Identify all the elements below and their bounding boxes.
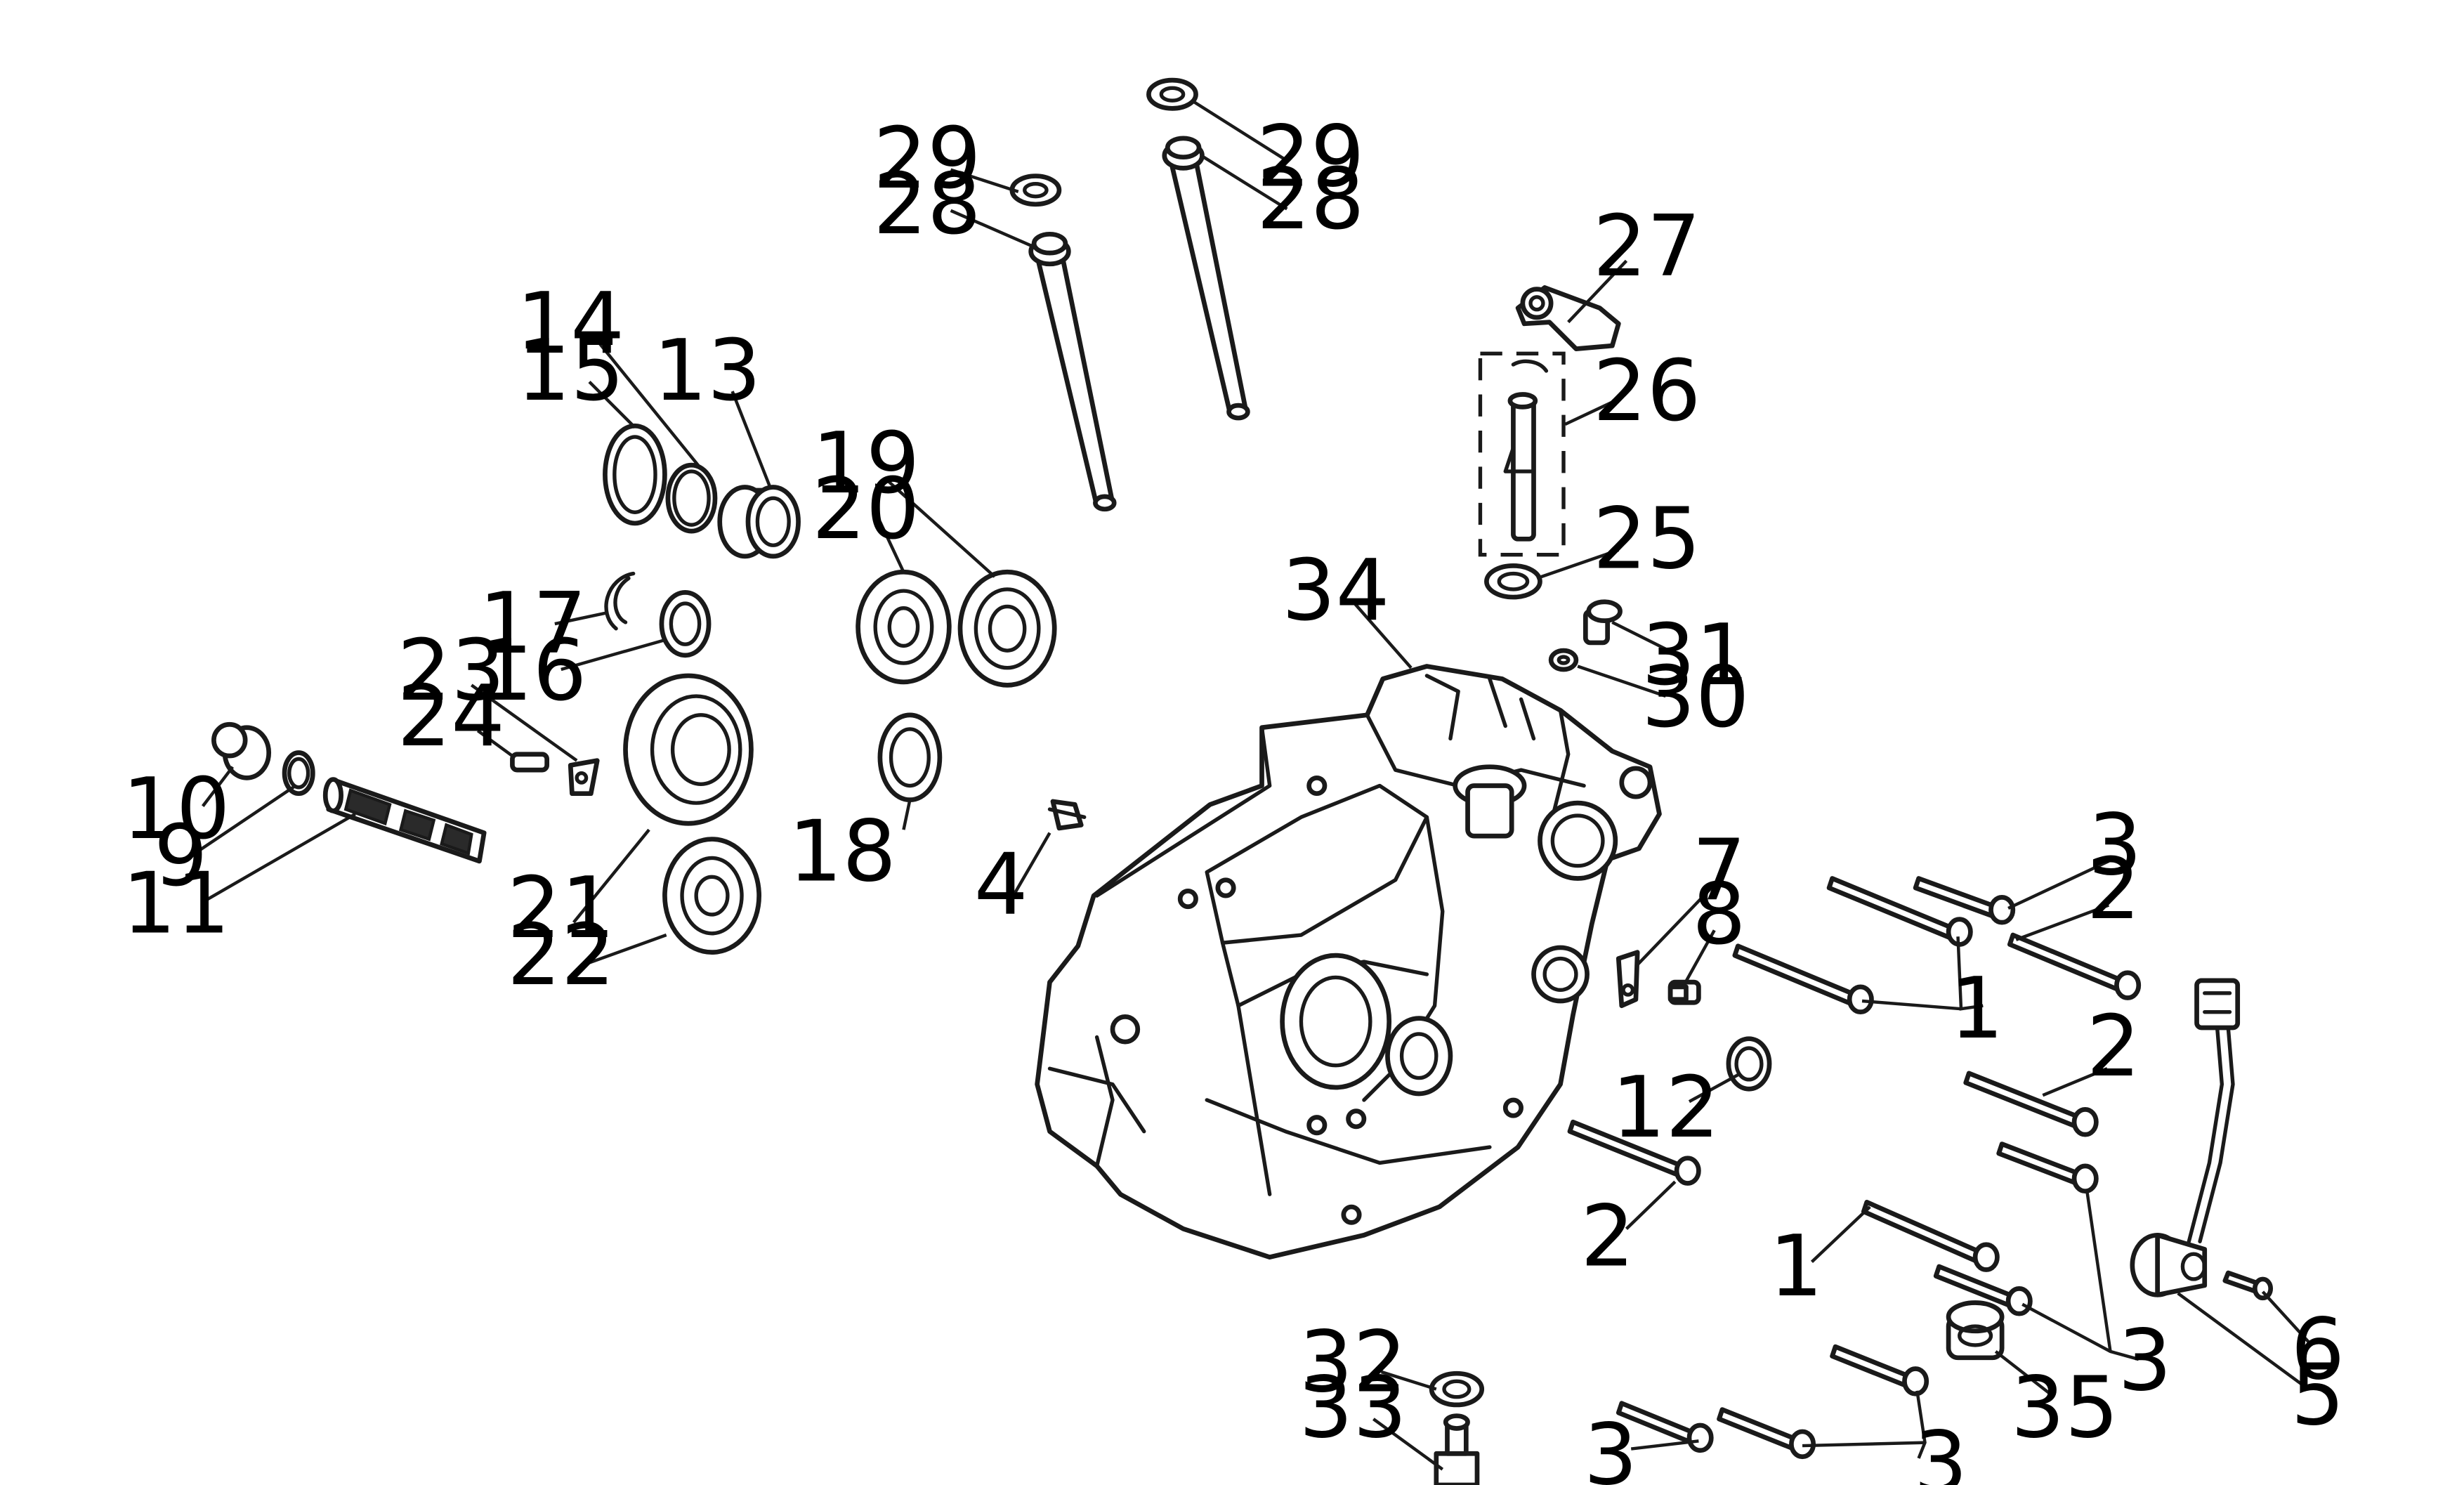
callout-23: 23 xyxy=(397,622,505,720)
callout-28-a: 28 xyxy=(873,155,981,254)
bearing-20-part xyxy=(856,569,952,685)
washer-right-part xyxy=(1146,77,1198,111)
callout-3-b: 3 xyxy=(2118,1311,2172,1410)
plug-35-part xyxy=(1946,1300,2005,1361)
shaft-seal-25-part xyxy=(1484,563,1542,600)
sensor-5-part xyxy=(2130,978,2241,1297)
callout-4: 4 xyxy=(974,835,1028,934)
seal-15-part xyxy=(603,423,667,526)
seal-18-part xyxy=(877,712,943,803)
o-ring-9-part xyxy=(282,750,315,797)
screw-4-part xyxy=(1047,799,1087,831)
washer-left-part xyxy=(1009,174,1062,207)
callout-25: 25 xyxy=(1593,490,1701,588)
shift-shaft-group-box xyxy=(1478,351,1566,557)
callout-7: 7 xyxy=(1692,821,1746,920)
callout-29-b: 29 xyxy=(1257,108,1365,207)
callout-21: 21 xyxy=(507,859,615,957)
callout-10: 10 xyxy=(122,760,230,858)
bearing-21-part xyxy=(623,673,754,826)
callout-labels: 1 1 2 2 2 3 3 3 3 3 4 5 6 7 8 9 10 11 12… xyxy=(122,108,2345,1485)
drain-plug-33-part xyxy=(1434,1413,1480,1485)
leader-lines xyxy=(194,100,2313,1471)
washer-32-part xyxy=(1429,1370,1485,1408)
callout-29-a: 29 xyxy=(873,110,981,208)
callout-2-b: 2 xyxy=(2087,997,2141,1096)
callout-18: 18 xyxy=(788,802,896,901)
callout-24: 24 xyxy=(397,667,505,766)
callout-34: 34 xyxy=(1282,542,1390,640)
callout-6: 6 xyxy=(2291,1301,2345,1399)
callout-8: 8 xyxy=(1692,865,1746,964)
callout-13: 13 xyxy=(653,322,761,420)
shift-shaft-part xyxy=(1503,359,1549,542)
callout-14: 14 xyxy=(516,275,624,373)
callout-1-a: 1 xyxy=(1950,960,2004,1058)
bearing-16-part xyxy=(659,590,712,658)
bearing-22-part xyxy=(662,837,762,955)
callout-33: 33 xyxy=(1299,1359,1407,1457)
long-bolt-left-part xyxy=(1028,231,1117,512)
parts-drawing xyxy=(211,77,2274,1485)
bracket-7-part xyxy=(1616,950,1640,1009)
callout-27: 27 xyxy=(1593,197,1701,296)
ring-14-part xyxy=(665,462,718,534)
callout-16: 16 xyxy=(479,622,587,720)
seal-12-part xyxy=(1726,1036,1772,1092)
callout-1-b: 1 xyxy=(1769,1217,1823,1316)
stopper-23-part xyxy=(568,758,600,797)
shift-arm-part xyxy=(1515,285,1621,351)
callout-22: 22 xyxy=(507,906,615,1005)
callout-20: 20 xyxy=(812,460,920,558)
callout-35: 35 xyxy=(2011,1359,2119,1457)
circlip-17-part xyxy=(604,571,636,631)
callout-5: 5 xyxy=(2291,1346,2345,1444)
callout-28-b: 28 xyxy=(1257,150,1365,249)
callout-12: 12 xyxy=(1612,1059,1720,1157)
callout-30: 30 xyxy=(1641,648,1750,747)
pin-24-part xyxy=(510,752,550,773)
callout-17: 17 xyxy=(479,575,587,673)
callout-11: 11 xyxy=(122,854,230,953)
callout-31: 31 xyxy=(1641,606,1750,705)
callout-32: 32 xyxy=(1299,1314,1407,1412)
plug-31-part xyxy=(1582,599,1623,646)
screw-6-part xyxy=(2222,1270,2274,1301)
callout-3-c: 3 xyxy=(1913,1414,1967,1485)
callout-15: 15 xyxy=(516,322,624,420)
bushing-13-part xyxy=(717,485,801,559)
crankcase-part xyxy=(1035,664,1662,1260)
callout-19: 19 xyxy=(812,414,920,513)
long-bolt-right-part xyxy=(1162,136,1250,421)
callout-3-a: 3 xyxy=(2088,797,2142,895)
callout-9: 9 xyxy=(154,807,208,905)
bolts-group xyxy=(1567,876,2142,1460)
callout-2-a: 2 xyxy=(2087,840,2141,938)
callout-26: 26 xyxy=(1593,342,1701,440)
callout-2-c: 2 xyxy=(1580,1188,1634,1286)
shaft-11-part xyxy=(322,777,487,864)
callout-3-d: 3 xyxy=(1584,1406,1638,1485)
washer-30-part xyxy=(1548,648,1579,672)
bearing-19-part xyxy=(957,569,1057,688)
plug-10-part xyxy=(211,721,272,780)
